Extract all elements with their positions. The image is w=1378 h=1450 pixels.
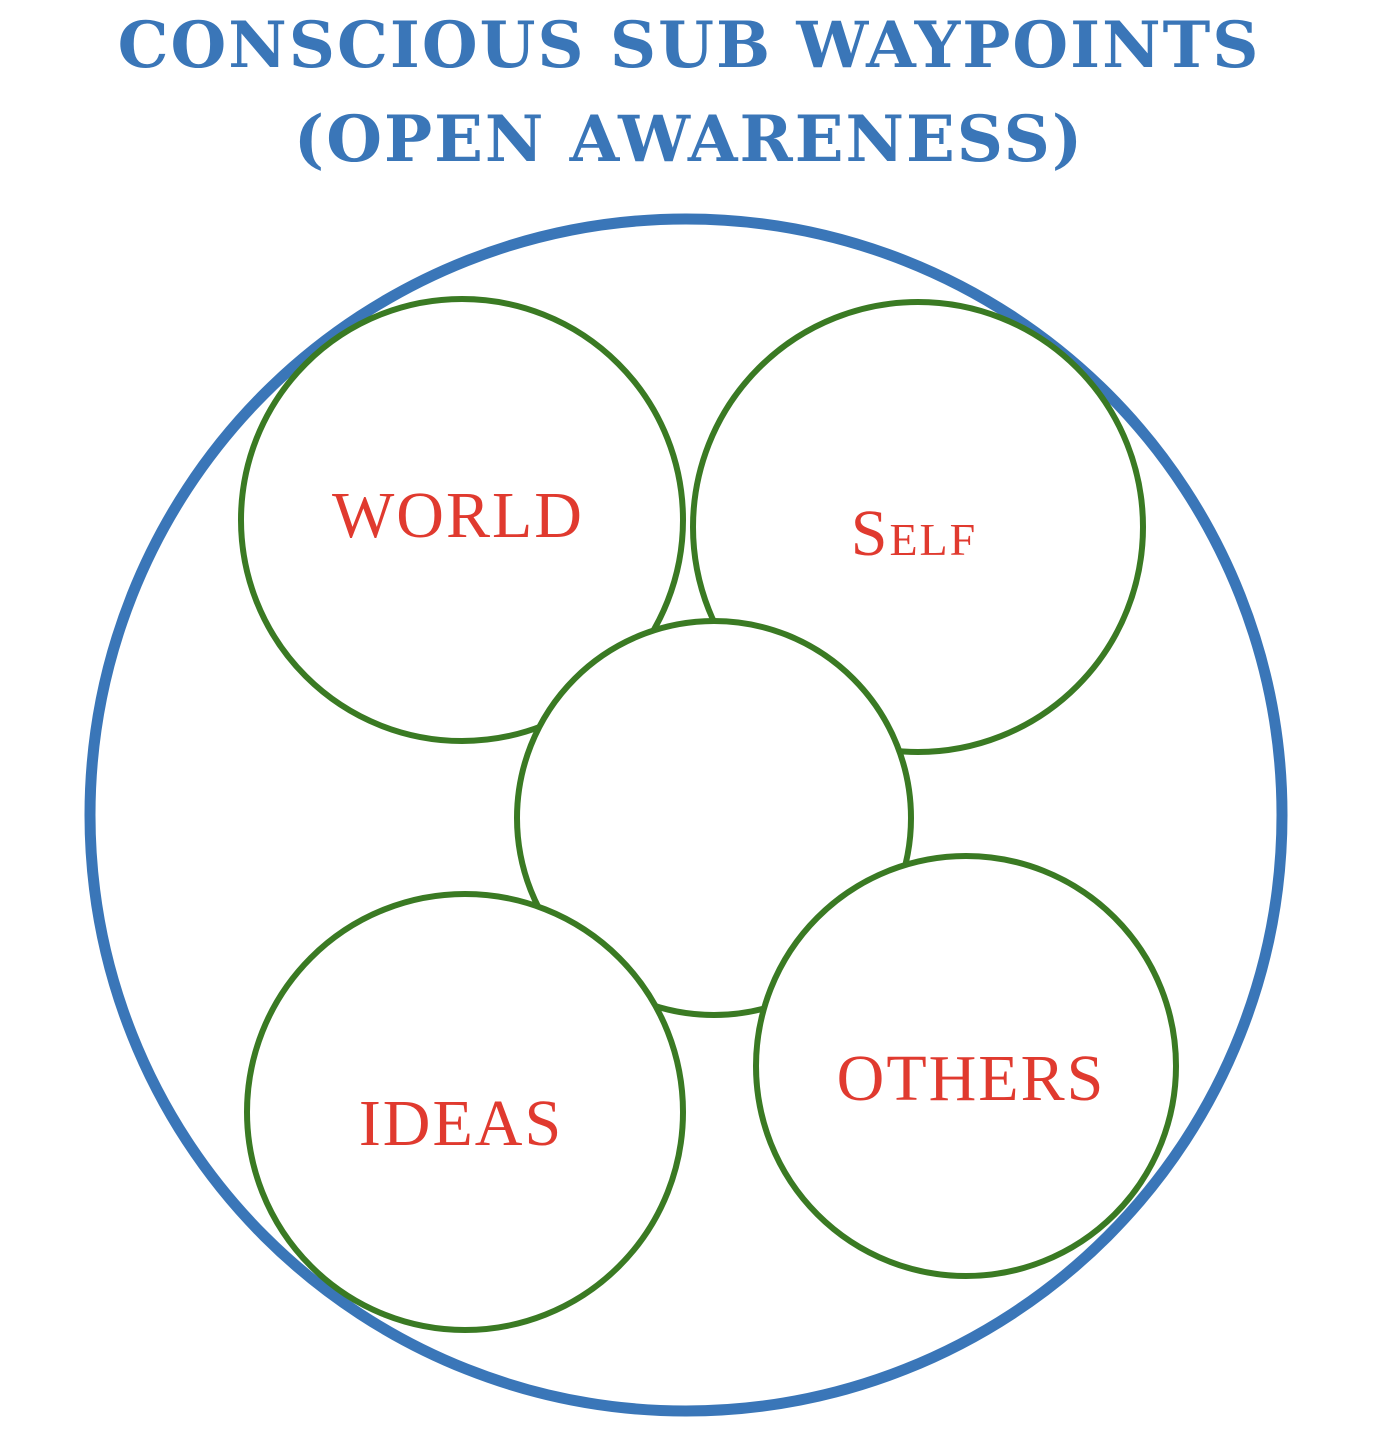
self-circle (690, 299, 1146, 755)
world-label: WORLD (332, 479, 584, 552)
others-label: OTHERS (837, 1042, 1106, 1115)
world-circle (238, 296, 686, 744)
center-circle (514, 618, 914, 1018)
ideas-circle (244, 891, 686, 1333)
ideas-label: IDEAS (359, 1087, 563, 1160)
diagram-title-line-2: (OPEN AWARENESS) (293, 102, 1085, 177)
outer-awareness-circle (84, 213, 1288, 1417)
diagram-title-line-1: CONSCIOUS SUB WAYPOINTS (117, 8, 1261, 83)
self-label: Self (851, 497, 978, 570)
others-circle (753, 853, 1179, 1279)
